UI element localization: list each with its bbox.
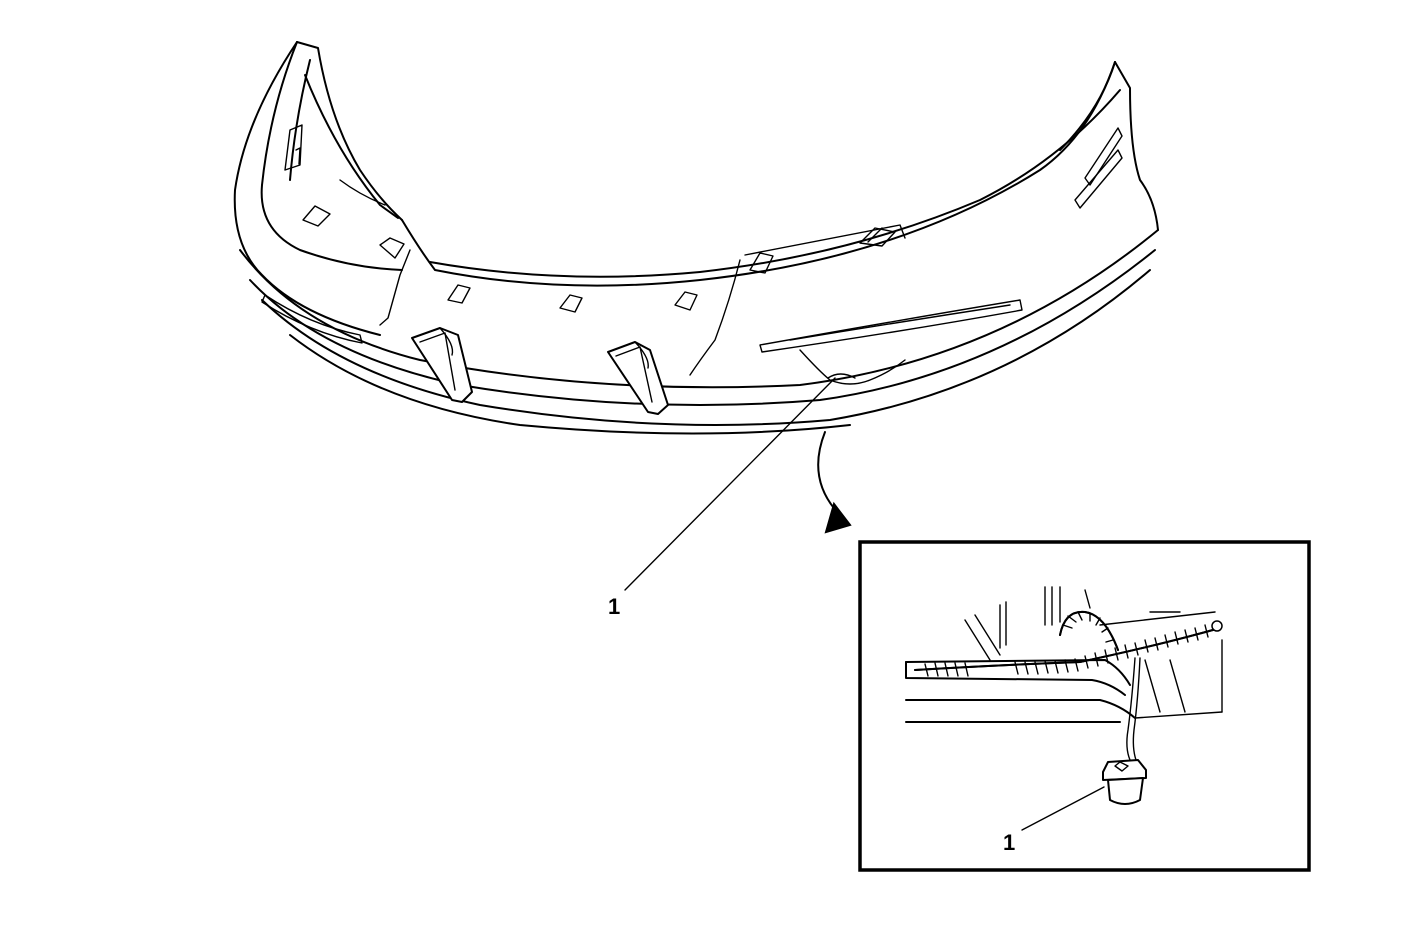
- callout-1-label-inset: 1: [1003, 830, 1015, 855]
- harness-coil-marks: [924, 624, 1209, 677]
- front-bumper-fascia: [233, 41, 1159, 435]
- detail-inset: 1: [858, 540, 1311, 872]
- callout-1-leader-inset: [1021, 786, 1105, 831]
- curved-arrow-icon: [817, 431, 852, 534]
- callout-1-label-main: 1: [608, 594, 620, 619]
- sensor-connector: [1102, 759, 1147, 805]
- callout-1-leader-main: [624, 377, 836, 591]
